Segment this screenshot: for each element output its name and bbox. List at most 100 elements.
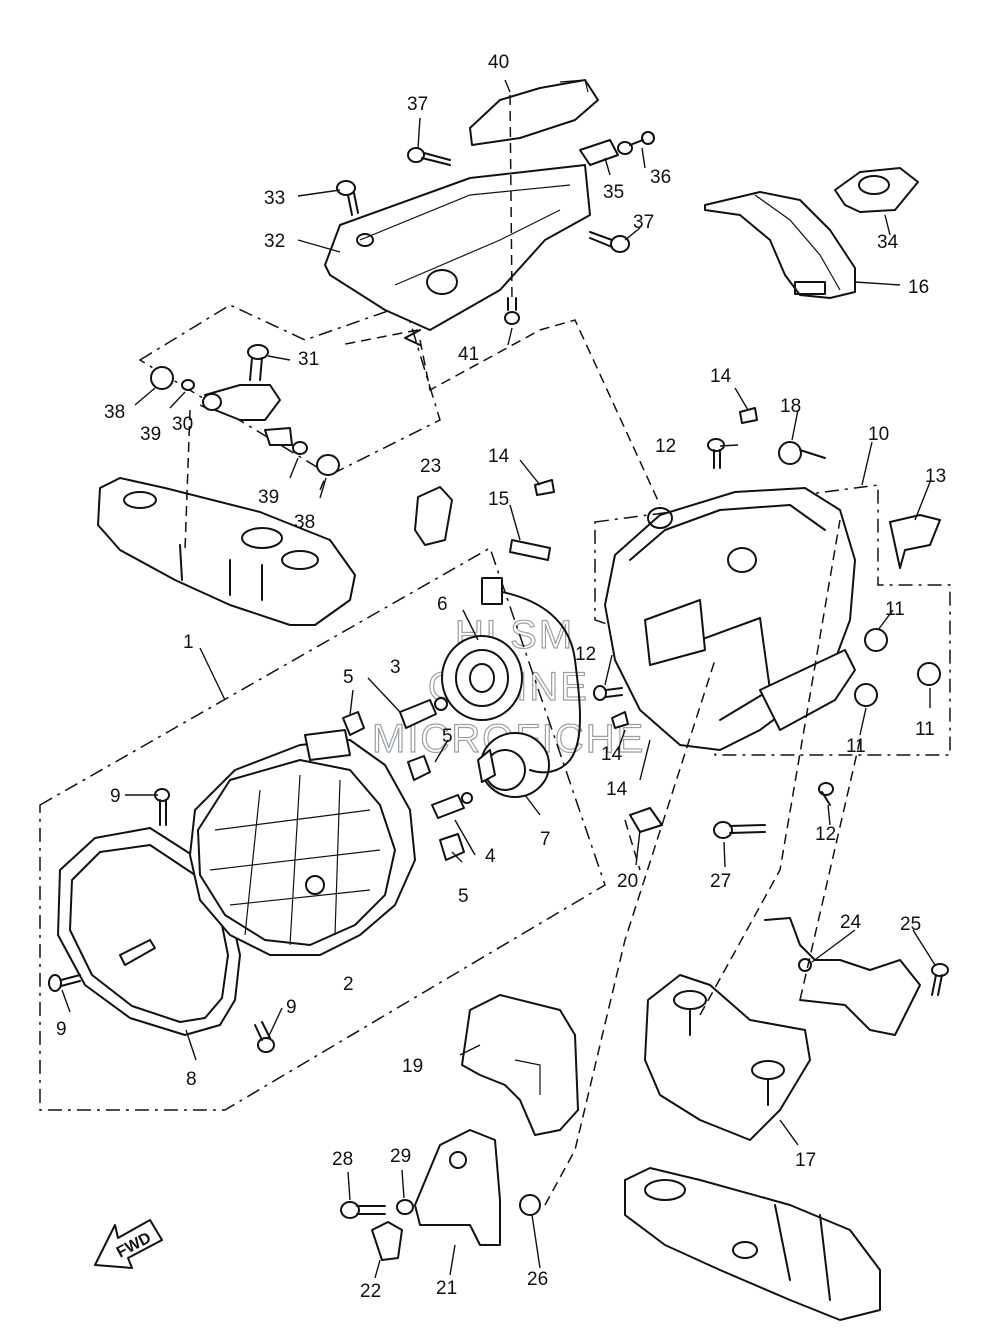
grommet-11-b <box>917 662 941 686</box>
callout-1: 1 <box>183 632 194 653</box>
screw-9-top <box>154 788 170 826</box>
tube-15 <box>509 539 551 561</box>
callout-14-top: 14 <box>710 366 732 387</box>
callout-4: 4 <box>485 846 496 867</box>
screw-12-top <box>707 438 725 469</box>
headlight-body <box>604 487 856 751</box>
callout-34: 34 <box>877 232 899 253</box>
misc-parts <box>414 407 941 839</box>
callout-28: 28 <box>332 1149 353 1170</box>
callout-22: 22 <box>360 1281 381 1302</box>
callout-9-right: 9 <box>286 997 297 1018</box>
callout-14-left: 14 <box>488 446 510 467</box>
callout-31: 31 <box>298 349 319 370</box>
callout-40: 40 <box>488 52 509 73</box>
bolt-27 <box>713 821 766 839</box>
bulb-holder-6 <box>441 635 523 721</box>
callout-26: 26 <box>527 1269 548 1290</box>
bolt-36 <box>629 131 655 146</box>
callout-14-bottom: 14 <box>606 779 628 800</box>
callout-8: 8 <box>186 1069 197 1090</box>
callout-30: 30 <box>172 414 193 435</box>
callout-18: 18 <box>780 396 801 417</box>
upper-cover <box>324 164 591 346</box>
callout-35: 35 <box>603 182 624 203</box>
callout-20: 20 <box>617 871 638 892</box>
clamp-23 <box>414 486 453 546</box>
callout-13: 13 <box>925 466 946 487</box>
callout-2: 2 <box>343 974 354 995</box>
callout-23: 23 <box>420 456 441 477</box>
collar-39-lower <box>292 441 308 455</box>
callout-11-c: 11 <box>846 736 866 757</box>
callout-41: 41 <box>458 344 479 365</box>
side-cover <box>704 191 856 299</box>
plate-21 <box>414 1129 501 1246</box>
bolt-33 <box>336 180 359 216</box>
bulbs-sockets <box>342 577 581 861</box>
upper-bracket <box>97 477 356 626</box>
clip-20 <box>629 807 663 833</box>
screw-12-low <box>818 782 834 806</box>
callout-16: 16 <box>908 277 929 298</box>
headlight-unit <box>189 729 416 956</box>
callout-10: 10 <box>868 424 889 445</box>
callout-labels: 40 37 33 32 35 36 37 34 16 41 31 38 39 3… <box>56 52 946 1302</box>
fwd-direction-arrow: FWD <box>94 1219 163 1269</box>
callout-12-mid: 12 <box>575 644 596 665</box>
callout-37-upper: 37 <box>407 94 428 115</box>
screw-9-right <box>254 1021 275 1053</box>
callout-36: 36 <box>650 167 671 188</box>
callout-9-top: 9 <box>110 786 121 807</box>
callout-5-b: 5 <box>442 726 453 747</box>
bracket-13 <box>889 514 941 569</box>
callout-33: 33 <box>264 188 285 209</box>
bulb-3 <box>399 697 448 729</box>
callout-15: 15 <box>488 489 509 510</box>
wire-connector <box>481 577 581 774</box>
lower-bracket <box>624 1167 881 1321</box>
bulb-4 <box>431 792 473 819</box>
callout-38-lower: 38 <box>294 512 315 533</box>
clamp-18 <box>778 441 826 465</box>
label-14-bottom <box>611 711 629 729</box>
screw-25 <box>931 963 949 996</box>
grommet-11-c <box>854 683 878 707</box>
callout-37-right: 37 <box>633 212 654 233</box>
callout-9-left: 9 <box>56 1019 67 1040</box>
screws-12 <box>593 438 834 806</box>
grommet-38-lower <box>316 454 340 476</box>
grommet-26 <box>519 1194 541 1216</box>
callout-14-mid: 14 <box>601 744 623 765</box>
grommet-35 <box>579 139 633 166</box>
callout-3: 3 <box>390 657 401 678</box>
callout-12-low: 12 <box>815 824 836 845</box>
grommet-38-upper <box>150 366 174 390</box>
callout-17: 17 <box>795 1150 816 1171</box>
screw-12-mid <box>593 685 623 701</box>
callout-25: 25 <box>900 914 921 935</box>
bolt-37-right <box>589 231 630 253</box>
grommets-11 <box>854 628 941 707</box>
callout-38-upper: 38 <box>104 402 125 423</box>
collar-39-upper <box>181 379 195 391</box>
top-fasteners <box>336 131 655 325</box>
bolt-31 <box>247 344 269 381</box>
callout-32: 32 <box>264 231 285 252</box>
callout-5-a: 5 <box>343 667 354 688</box>
callout-39-upper: 39 <box>140 424 161 445</box>
bracket-30 <box>202 384 293 446</box>
label-14-top <box>739 407 758 424</box>
clip-34 <box>834 167 919 213</box>
callout-12-top: 12 <box>655 436 676 457</box>
lower-parts <box>340 917 949 1261</box>
clip-22 <box>371 1221 403 1261</box>
cover-19 <box>461 994 579 1136</box>
bulb-socket-7 <box>477 732 550 798</box>
harness-guide-24 <box>764 917 921 1036</box>
callout-39-lower: 39 <box>258 487 279 508</box>
socket-5-c <box>439 833 465 861</box>
cap <box>469 79 599 146</box>
bolt-41 <box>504 297 520 325</box>
